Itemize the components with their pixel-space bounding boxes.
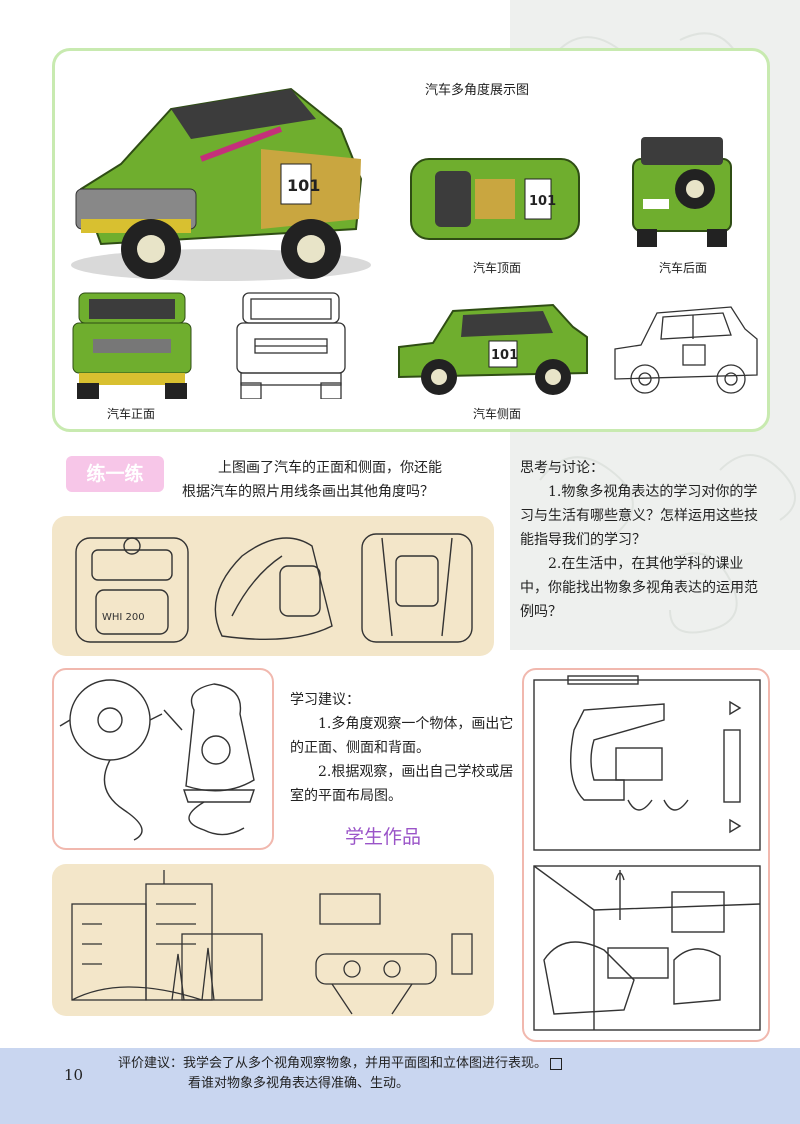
practice-line-1: 上图画了汽车的正面和侧面，你还能 [218,460,442,476]
school-sketches [71,870,473,1015]
car-top-photo: 101 [410,158,580,240]
think-question-2: 2.在生活中，在其他学科的课业中，你能找出物象多视角表达的运用范例吗？ [520,556,758,620]
think-question-1: 1.物象多视角表达的学习对你的学习与生活有哪些意义？怎样运用这些技能指导我们的学… [520,484,758,548]
kettle-sketch-panel [52,668,274,850]
car-views-panel: 101 汽车多角度展示图 101 汽车顶面 汽车后面 汽车正面 [52,48,770,432]
car-side-caption: 汽车侧面 [473,407,522,421]
practice-instruction: 上图画了汽车的正面和侧面，你还能 根据汽车的照片用线条画出其他角度吗？ [182,456,502,504]
backpack-sketches: WHI 200 [75,533,473,643]
car-top-caption: 汽车顶面 [473,261,522,275]
kettle-sketches [59,679,255,841]
svg-text:WHI 200: WHI 200 [102,612,145,623]
car-front-caption: 汽车正面 [107,407,156,421]
room-layout-panel [522,668,770,1042]
svg-text:101: 101 [287,176,320,195]
advice-title: 学习建议： [290,692,360,708]
car-side-line-drawing [614,306,758,394]
svg-text:101: 101 [491,348,518,363]
think-title: 思考与讨论： [520,460,604,476]
school-sketch-panel [52,864,494,1016]
car-front-line-drawing [236,292,346,399]
practice-line-2: 根据汽车的照片用线条画出其他角度吗？ [182,484,434,500]
evaluation-line-1: 评价建议：我学会了从多个视角观察物象，并用平面图和立体图进行表现。 [118,1056,548,1071]
car-back-photo [632,137,732,247]
advice-step-2: 2.根据观察，画出自己学校或居室的平面布局图。 [290,764,514,804]
backpack-sketch-panel: WHI 200 [52,516,494,656]
student-works-label: 学生作品 [345,826,422,848]
think-discuss-section: 思考与讨论： 1.物象多视角表达的学习对你的学习与生活有哪些意义？怎样运用这些技… [520,456,768,624]
svg-text:101: 101 [529,194,556,209]
learning-advice: 学习建议： 1.多角度观察一个物体，画出它的正面、侧面和背面。 2.根据观察，画… [290,688,516,808]
footer-bar [0,1048,800,1124]
advice-step-1: 1.多角度观察一个物体，画出它的正面、侧面和背面。 [290,716,514,756]
car-panel-title: 汽车多角度展示图 [425,83,530,98]
room-layout-sketches [533,675,761,1031]
practice-badge: 练一练 [66,456,164,492]
evaluation-advice: 评价建议：我学会了从多个视角观察物象，并用平面图和立体图进行表现。 看谁对物象多… [118,1054,563,1094]
page-number: 10 [64,1066,84,1084]
self-check-checkbox[interactable] [550,1057,563,1070]
car-three-quarter-photo: 101 [71,87,371,281]
evaluation-line-2: 看谁对物象多视角表达得准确、生动。 [188,1076,410,1091]
car-back-caption: 汽车后面 [659,261,708,275]
car-front-photo [72,292,192,399]
car-side-photo: 101 [398,303,588,395]
